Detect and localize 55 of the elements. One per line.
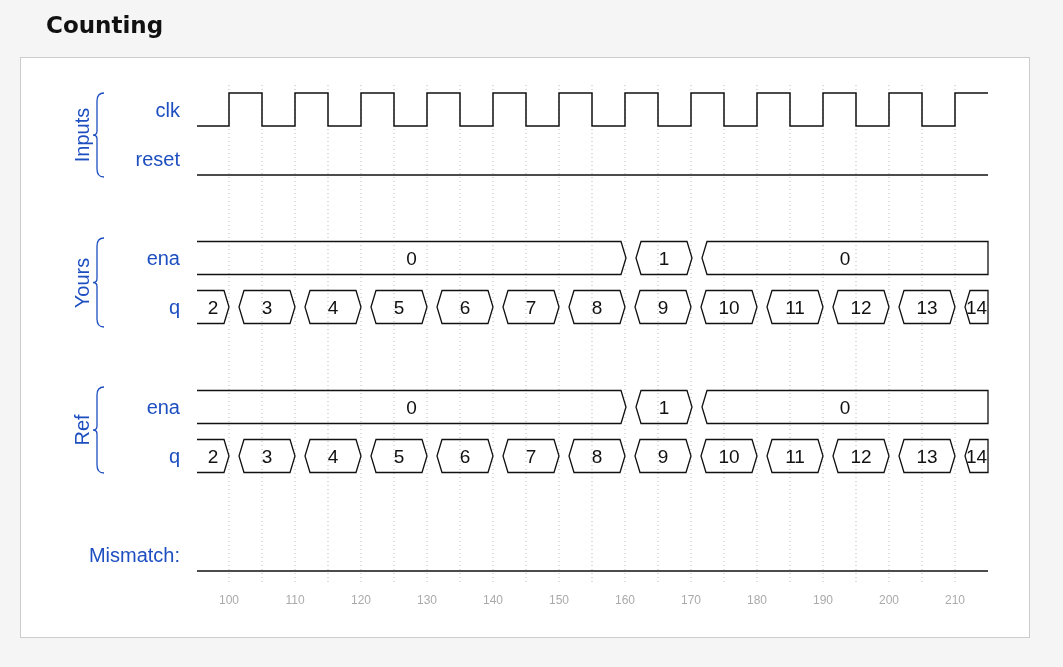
bus-value: 0 [406, 397, 417, 417]
axis-tick-label: 190 [813, 594, 833, 606]
group-label: Yours [72, 257, 92, 308]
bus-value: 8 [591, 297, 603, 317]
signal-name: clk [155, 100, 180, 120]
bus-value: 4 [327, 446, 339, 466]
bus-value: 3 [261, 297, 273, 317]
bus-value: 7 [525, 446, 537, 466]
bus-value: 1 [658, 248, 670, 268]
axis-tick-label: 160 [615, 594, 635, 606]
bus-value: 5 [393, 297, 405, 317]
bus-value: 10 [718, 297, 740, 317]
signal-name: reset [135, 149, 180, 169]
axis-tick-label: 170 [681, 594, 701, 606]
axis-tick-label: 130 [417, 594, 437, 606]
bus-value: 12 [850, 446, 872, 466]
signal-name: ena [146, 397, 180, 417]
group-label: Inputs [72, 107, 92, 163]
axis-tick-label: 100 [219, 594, 239, 606]
bus-value: 3 [261, 446, 273, 466]
bus-value: 14 [965, 297, 988, 317]
bus-value: 2 [207, 446, 219, 466]
bus-value: 0 [406, 248, 417, 268]
axis-tick-label: 150 [549, 594, 569, 606]
title: Counting [46, 12, 164, 38]
bus-value: 0 [839, 248, 851, 268]
bus-value: 7 [525, 297, 537, 317]
axis-tick-label: 140 [483, 594, 503, 606]
bus-value: 6 [459, 297, 471, 317]
signal-name: Mismatch: [88, 545, 180, 565]
bus-value: 13 [916, 446, 938, 466]
signal-name: q [168, 297, 180, 317]
axis-tick-label: 200 [879, 594, 899, 606]
bus-value: 9 [657, 446, 669, 466]
bus-value: 12 [850, 297, 872, 317]
bus-value: 5 [393, 446, 405, 466]
signal-name: ena [146, 248, 180, 268]
bus-value: 2 [207, 297, 219, 317]
bus-value: 10 [718, 446, 740, 466]
axis-tick-label: 210 [945, 594, 965, 606]
signal-name: q [168, 446, 180, 466]
bus-value: 0 [839, 397, 851, 417]
bus-value: 13 [916, 297, 938, 317]
bus-value: 11 [785, 297, 805, 317]
bus-value: 9 [657, 297, 669, 317]
axis-tick-label: 120 [351, 594, 371, 606]
bus-value: 4 [327, 297, 339, 317]
group-label: Ref [72, 414, 92, 446]
bus-value: 11 [785, 446, 805, 466]
bus-value: 6 [459, 446, 471, 466]
axis-tick-label: 110 [285, 594, 305, 606]
axis-tick-label: 180 [747, 594, 767, 606]
bus-value: 14 [965, 446, 988, 466]
bus-value: 8 [591, 446, 603, 466]
bus-value: 1 [658, 397, 670, 417]
